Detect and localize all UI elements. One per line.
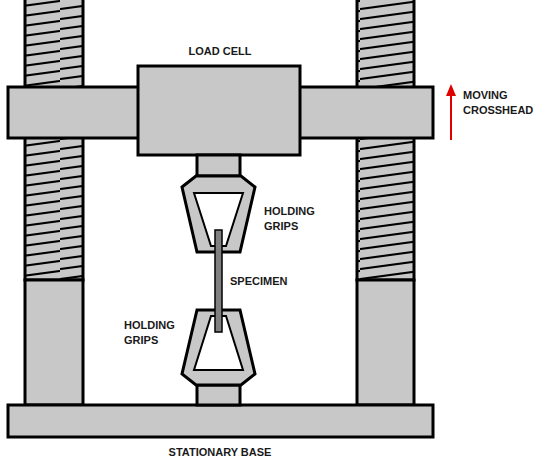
grip-mount	[197, 155, 240, 176]
part-label: HOLDING GRIPS	[264, 204, 344, 234]
motion-arrowhead	[446, 84, 456, 96]
column	[25, 280, 83, 405]
grip-mount	[197, 385, 240, 405]
stationary-base	[8, 405, 433, 437]
load-cell	[138, 66, 300, 155]
lead-screw	[25, 0, 83, 280]
part-label: HOLDING GRIPS	[124, 318, 196, 348]
part-label: STATIONARY BASE	[140, 445, 300, 460]
specimen-bar	[215, 230, 222, 332]
part-label-box: SPECIMEN	[230, 274, 310, 289]
part-label-box: LOAD CELL	[160, 44, 280, 59]
motion-arrow	[450, 94, 452, 140]
part-label-box: STATIONARY BASE	[140, 445, 300, 460]
part-label: MOVING CROSSHEAD	[463, 88, 547, 118]
part-label: SPECIMEN	[230, 274, 310, 289]
part-label: LOAD CELL	[160, 44, 280, 59]
part-label-box: HOLDING GRIPS	[264, 204, 344, 234]
lead-screw	[357, 0, 414, 280]
column	[357, 280, 414, 405]
part-label-box: HOLDING GRIPS	[124, 318, 196, 348]
part-label-box: MOVING CROSSHEAD	[463, 88, 547, 118]
